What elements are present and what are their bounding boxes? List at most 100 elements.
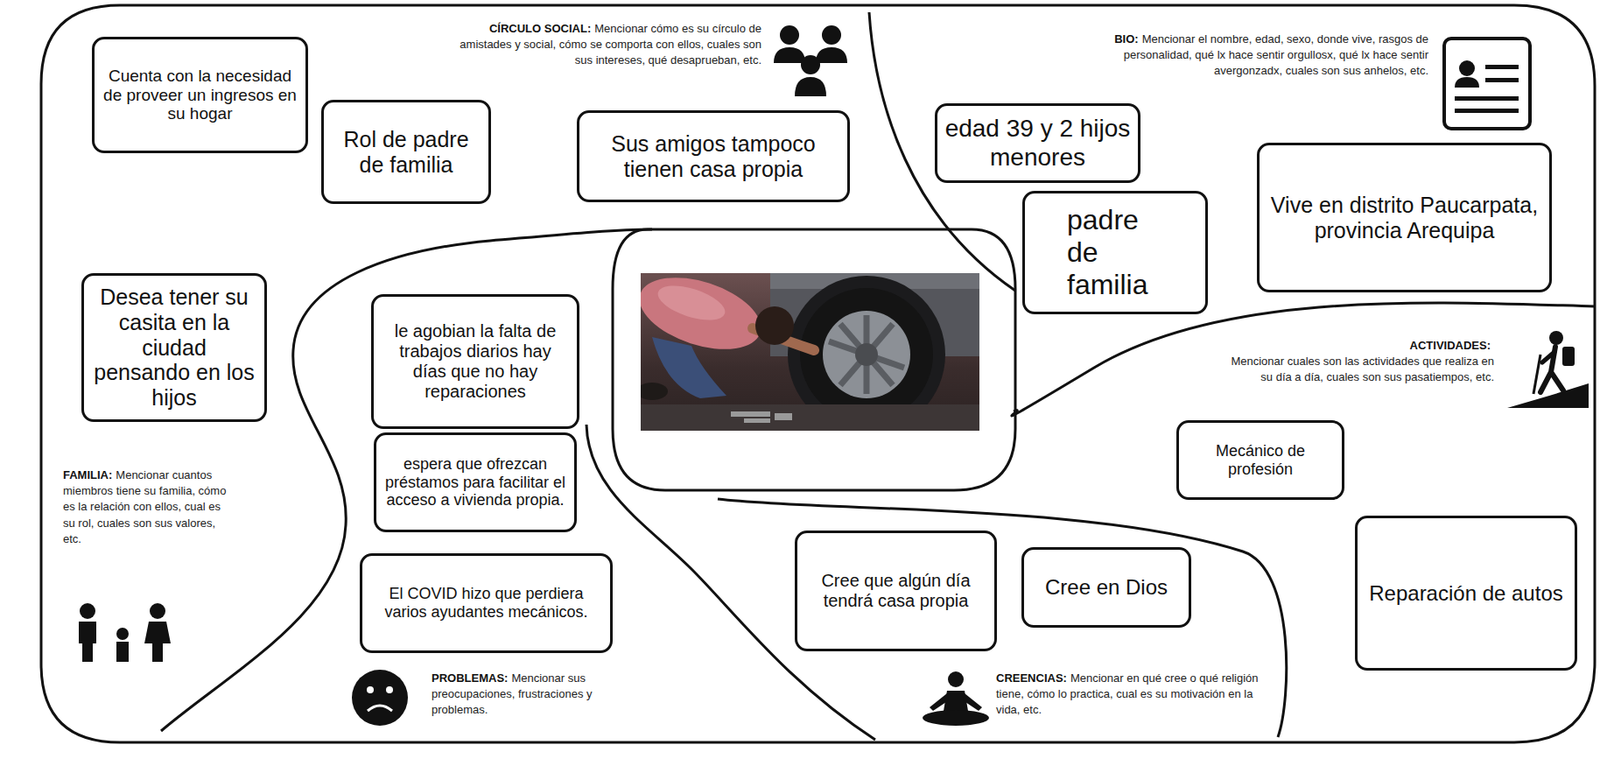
mechanic-photo [730,411,771,417]
persona-box: Mecánico de profesión [1176,420,1345,500]
section-description: PROBLEMAS:Mencionar sus preocupaciones, … [431,670,638,719]
persona-box: Desea tener su casita en la ciudad pensa… [81,273,267,422]
section-description: FAMILIA:Mencionar cuantos miembros tiene… [63,467,230,548]
section-heading: FAMILIA: [63,468,113,482]
family-icon [79,603,96,619]
box-text-holder: Reparación de autos [1368,581,1563,606]
people-icon [800,55,821,75]
box-text: Mecánico de profesión [1185,442,1335,478]
id-card-icon [1485,64,1519,70]
persona-box: Cree en Dios [1021,547,1192,628]
meditation-icon [947,671,964,688]
meditation-icon [922,671,990,726]
mechanic-photo [822,310,911,399]
persona-box: Rol de padre de familia [321,99,492,204]
mechanic-photo [840,323,893,386]
family-icon [78,621,97,662]
family-icon [149,603,166,619]
mechanic-photo [840,323,893,386]
mechanic-photo [640,273,980,431]
mechanic-photo [653,278,730,327]
box-text: Sus amigos tampoco tienen casa propia [586,131,841,183]
box-text: Vive en distrito Paucarpata, provincia A… [1266,192,1543,244]
hiker-icon [1507,330,1589,408]
box-text-holder: Cree que algún día tendrá casa propia [804,570,988,611]
id-card-icon [1454,96,1519,101]
box-text-holder: Desea tener su casita en la ciudad pensa… [91,284,258,411]
box-text: Desea tener su casita en la ciudad pensa… [91,284,258,411]
mechanic-photo [640,382,668,400]
meditation-icon [922,709,990,726]
id-card-icon [1444,38,1530,129]
persona-box: padre de familia [1022,190,1208,315]
section-description: ACTIVIDADES:Mencionar cuales son las act… [1221,337,1495,386]
sad-face-icon [351,669,408,726]
persona-box: edad 39 y 2 hijos menores [934,103,1141,183]
persona-box: Sus amigos tampoco tienen casa propia [576,110,850,203]
persona-box: Reparación de autos [1354,515,1578,671]
section-hint: Mencionar el nombre, edad, sexo, donde v… [1123,32,1429,78]
box-text-holder: le agobian la falta de trabajos diarios … [380,321,570,402]
mechanic-photo [640,404,980,431]
id-card-icon [1459,60,1475,77]
people-icon [773,25,848,97]
box-text-holder: edad 39 y 2 hijos menores [944,114,1131,171]
people-icon [794,77,827,97]
persona-box: El COVID hizo que perdiera varios ayudan… [359,553,613,653]
family-icon [78,603,171,662]
people-icon [779,25,800,45]
mechanic-photo [774,413,793,421]
box-text-holder: Mecánico de profesión [1185,442,1335,478]
box-text-holder: padre de familia [1031,203,1168,301]
box-text: Rol de padre de familia [330,126,482,178]
box-text: padre de familia [1066,203,1168,301]
family-icon [116,641,129,662]
id-card-icon [1444,38,1530,129]
mechanic-photo [828,315,905,394]
people-icon [773,47,806,64]
box-text: Cree que algún día tendrá casa propia [804,570,988,611]
box-text: espera que ofrezcan préstamos para facil… [383,455,568,510]
persona-box: Cree que algún día tendrá casa propia [794,530,997,652]
region-boundary [161,12,1595,740]
box-text: le agobian la falta de trabajos diarios … [380,321,570,402]
box-text-holder: Rol de padre de familia [330,126,482,178]
id-card-icon [1485,77,1519,83]
mechanic-photo [640,273,980,431]
section-heading: CÍRCULO SOCIAL: [489,21,591,36]
meditation-icon [962,693,983,711]
hiker-icon [1562,346,1575,366]
section-heading: PROBLEMAS: [431,671,508,685]
sad-face-icon [366,686,374,694]
box-text: Cuenta con la necesidad de proveer un in… [101,66,299,125]
box-text-holder: Vive en distrito Paucarpata, provincia A… [1266,192,1543,244]
region-boundary [1011,302,1595,416]
id-card-icon [1454,77,1480,88]
mechanic-photo [800,287,934,422]
box-text: El COVID hizo que perdiera varios ayudan… [369,584,604,621]
section-heading: CREENCIAS: [996,671,1067,685]
family-icon [144,621,171,662]
section-hint: Mencionar cuales son las actividades que… [1230,354,1495,384]
section-description: CÍRCULO SOCIAL:Mencionar cómo es su círc… [442,21,762,70]
sad-face-icon [367,705,393,711]
mechanic-photo [743,418,771,423]
box-text-holder: espera que ofrezcan préstamos para facil… [383,455,568,510]
section-heading: BIO: [1114,32,1138,46]
box-text-holder: Cree en Dios [1045,575,1168,600]
persona-box: Vive en distrito Paucarpata, provincia A… [1256,142,1552,293]
section-description: BIO:Mencionar el nombre, edad, sexo, don… [1078,31,1429,80]
outer-frame [41,5,1595,743]
mechanic-photo [828,341,905,368]
persona-box: Cuenta con la necesidad de proveer un in… [91,36,309,154]
hiker-icon [1549,330,1564,345]
mechanic-photo [755,306,794,345]
id-card-icon [1454,108,1519,113]
sad-face-icon [385,686,393,694]
hiker-icon [1533,354,1541,394]
family-icon [116,627,129,640]
box-text: Cree en Dios [1045,575,1168,600]
section-description: CREENCIAS:Mencionar en qué cree o qué re… [996,670,1270,719]
box-text: edad 39 y 2 hijos menores [944,114,1131,171]
